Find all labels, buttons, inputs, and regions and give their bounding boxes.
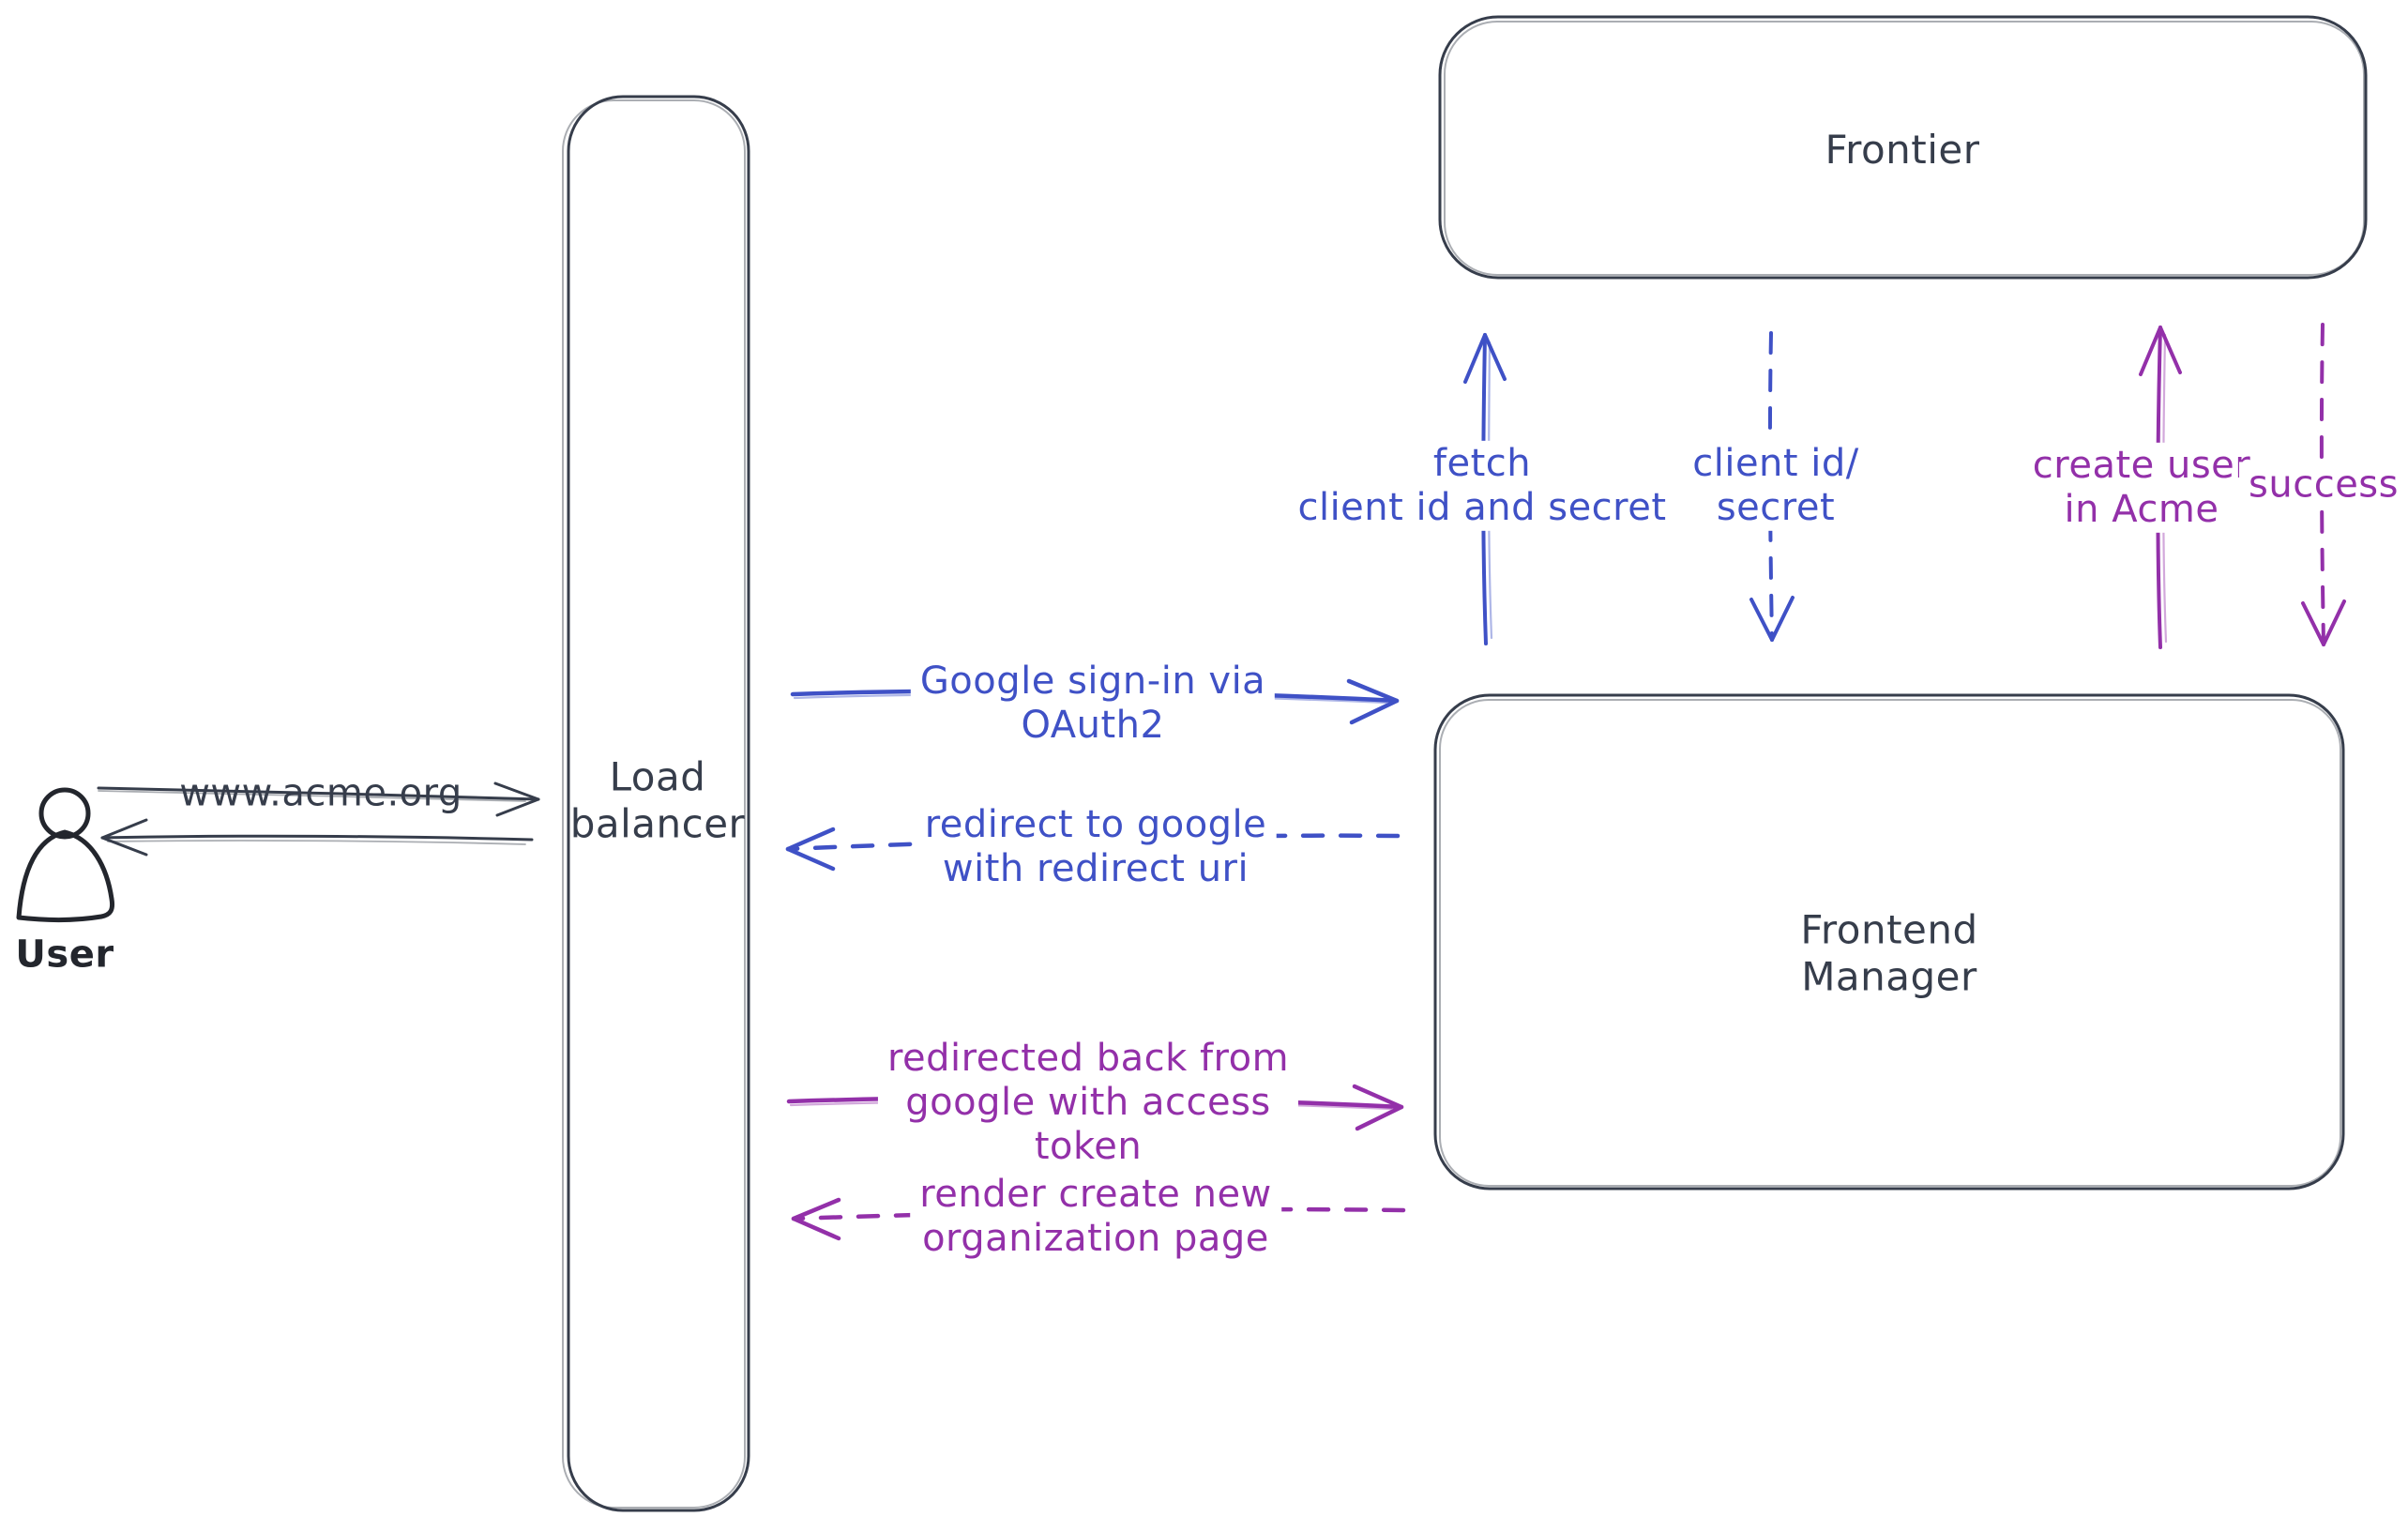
- arrow-fetch-client: [1463, 333, 1507, 645]
- user-body: [16, 829, 115, 922]
- arrow-www-acme: [97, 781, 540, 817]
- arrow-render-create: [791, 1197, 1406, 1241]
- arrow-redirect-google: [785, 827, 1401, 872]
- user-head: [38, 787, 91, 840]
- load-balancer-box: [562, 95, 750, 1512]
- arrow-client-id-secret: [1749, 331, 1795, 642]
- arrow-create-user: [2139, 326, 2182, 649]
- arrow-google-signin: [790, 678, 1400, 725]
- user-icon: [16, 787, 115, 922]
- frontend-manager-box: [1433, 693, 2345, 1191]
- arrow-redirected-back: [786, 1084, 1404, 1131]
- frontier-box: [1438, 15, 2368, 280]
- arrow-lb-return: [100, 818, 534, 857]
- arrow-success: [2301, 323, 2346, 646]
